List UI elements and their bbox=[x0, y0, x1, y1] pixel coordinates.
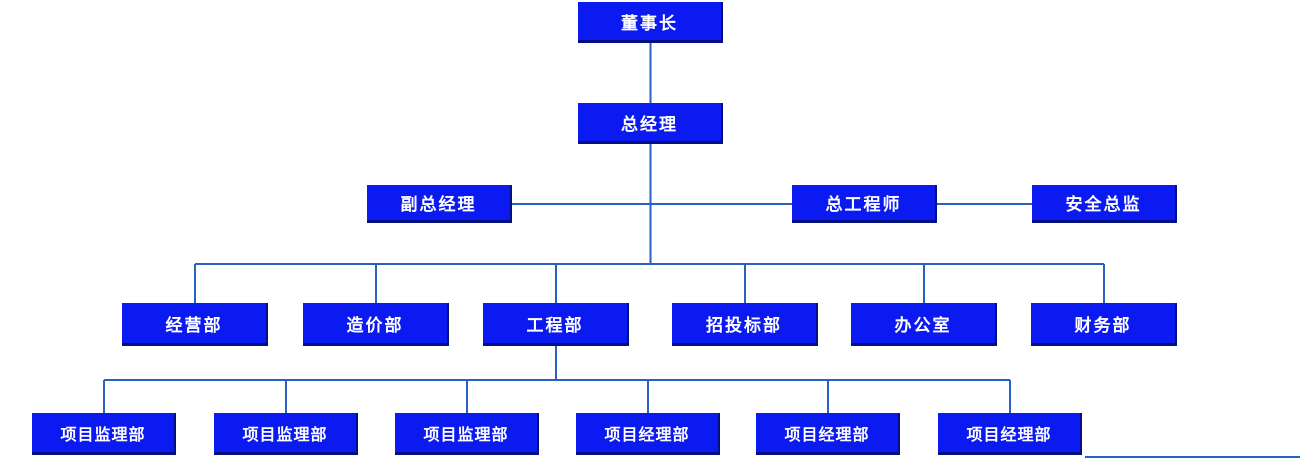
node-project-manager-dept-1: 项目经理部 bbox=[576, 413, 720, 455]
node-chief-engineer: 总工程师 bbox=[792, 185, 937, 223]
node-safety-director: 安全总监 bbox=[1032, 185, 1177, 223]
node-project-supervision-dept-2: 项目监理部 bbox=[214, 413, 358, 455]
node-business-dept: 经营部 bbox=[122, 303, 268, 346]
node-project-supervision-dept-3: 项目监理部 bbox=[395, 413, 539, 455]
node-engineering-dept: 工程部 bbox=[483, 303, 629, 346]
node-cost-dept: 造价部 bbox=[303, 303, 449, 346]
node-project-supervision-dept-1: 项目监理部 bbox=[32, 413, 176, 455]
node-office: 办公室 bbox=[851, 303, 997, 346]
node-deputy-general-manager: 副总经理 bbox=[367, 185, 512, 223]
node-project-manager-dept-3: 项目经理部 bbox=[938, 413, 1082, 455]
node-general-manager: 总经理 bbox=[578, 103, 723, 144]
node-project-manager-dept-2: 项目经理部 bbox=[756, 413, 900, 455]
node-chairman: 董事长 bbox=[578, 2, 723, 43]
node-bidding-dept: 招投标部 bbox=[672, 303, 818, 346]
node-finance-dept: 财务部 bbox=[1031, 303, 1177, 346]
